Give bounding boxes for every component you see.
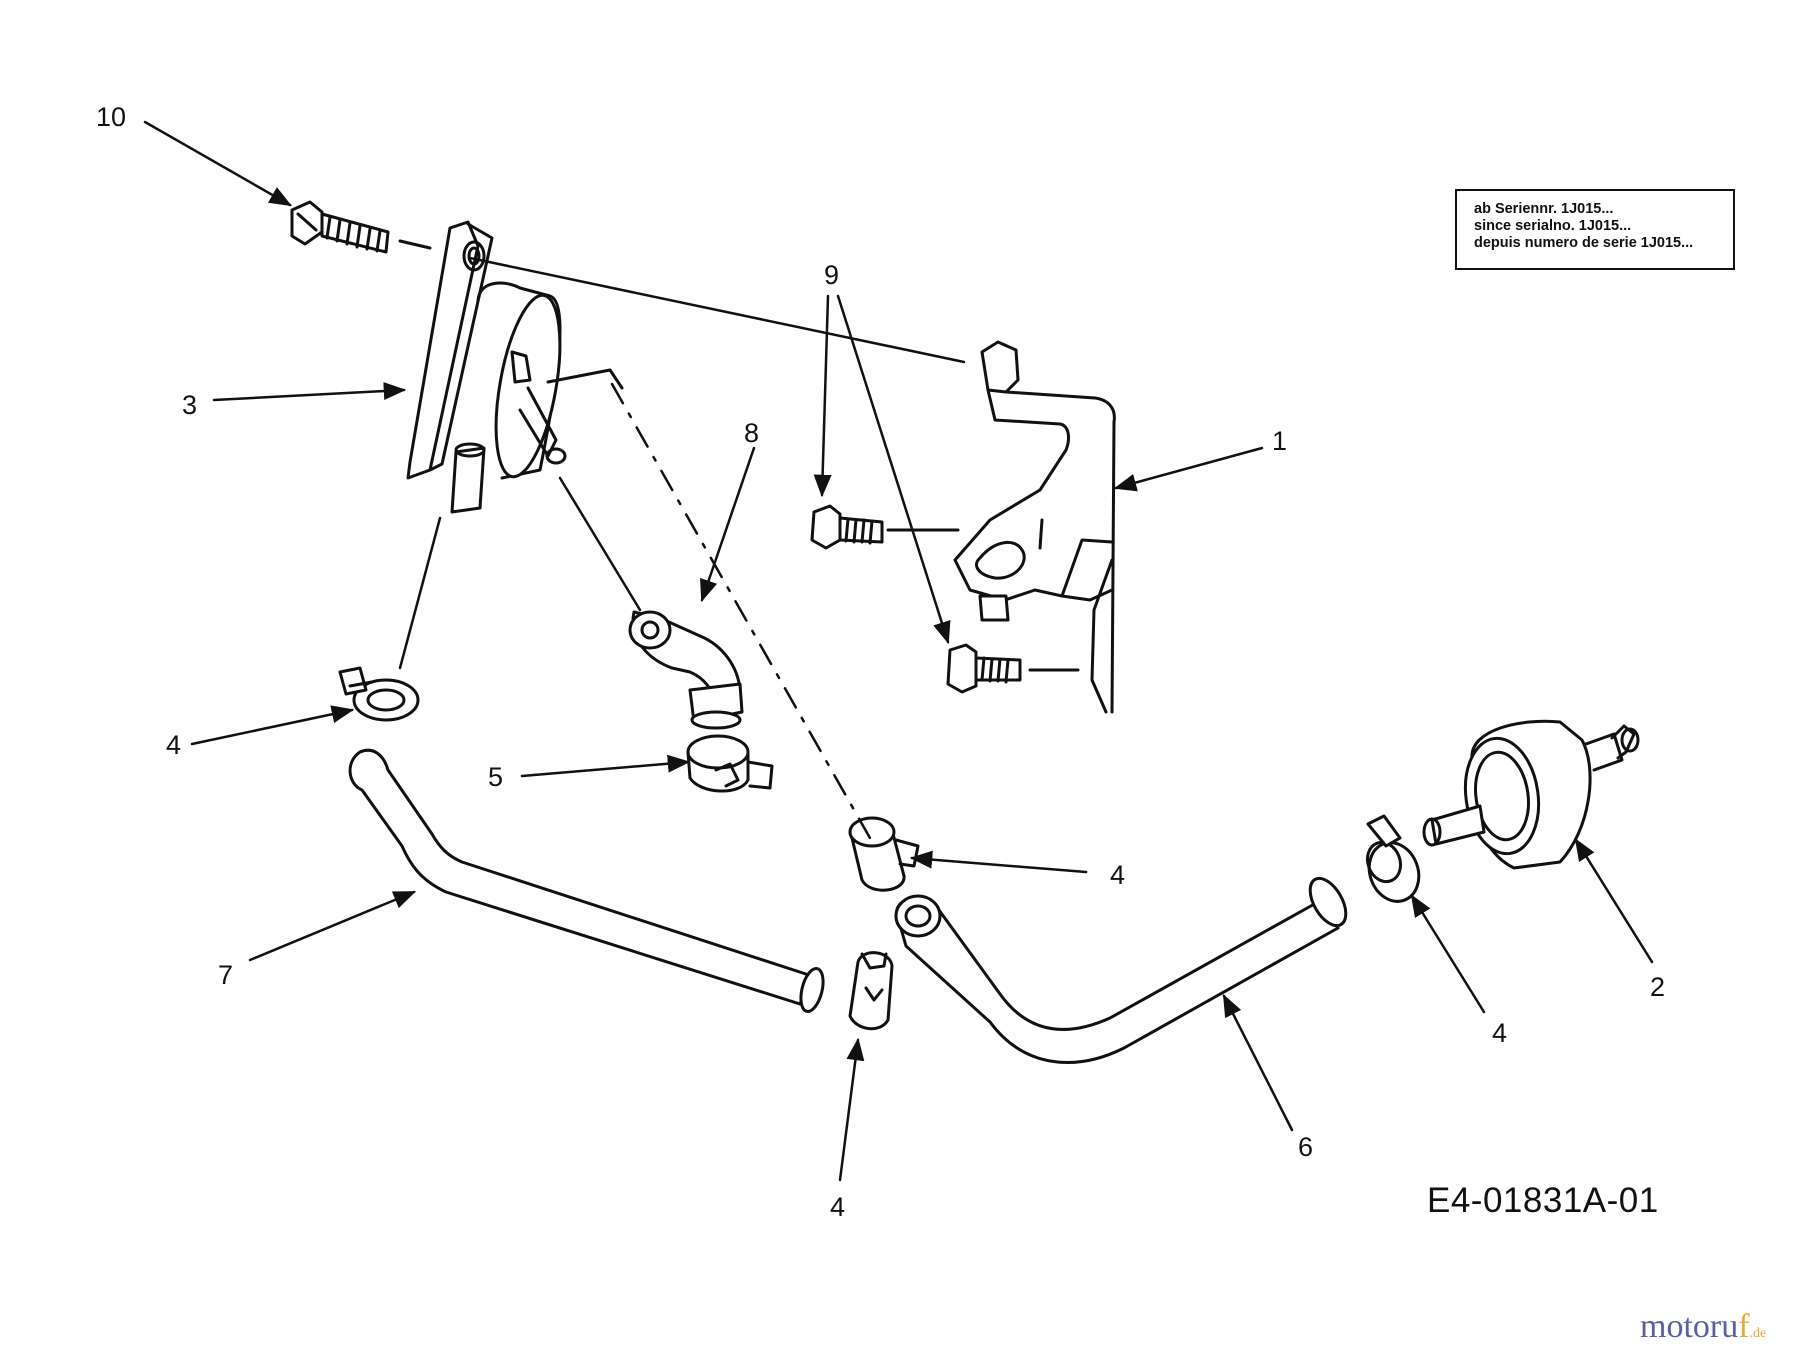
callout-4-middle: 4 [1110,860,1126,890]
watermark-f: f [1738,1308,1750,1345]
screw-part-10 [290,200,432,254]
hose-part-7 [348,748,825,1013]
drawing-number: E4-01831A-01 [1427,1181,1659,1220]
callout-5: 5 [488,762,504,792]
elbow-fitting-part-8 [628,610,744,730]
hose-part-6 [894,876,1348,1064]
hose-clamp-part-5 [686,734,774,793]
connection-lines [398,256,966,840]
bracket-part-1 [953,340,1116,714]
fuel-filter-part-2 [1422,719,1640,870]
callout-4-upper-left: 4 [166,730,182,760]
hose-clamp-part-4-upper-left [338,666,420,722]
callout-arrows [143,120,1654,1182]
callout-7: 7 [218,960,234,990]
hose-clamp-part-4-bottom [848,951,894,1031]
watermark-brand: motoru [1640,1308,1739,1345]
callout-9: 9 [824,260,840,290]
callout-8: 8 [744,418,760,448]
screw-part-9-upper [810,504,960,550]
watermark-tld: .de [1749,1326,1767,1341]
fuel-pump-part-3 [406,220,624,514]
serial-number-note: ab Seriennr. 1J015... since serialno. 1J… [1455,189,1735,270]
callout-1: 1 [1272,426,1288,456]
hose-clamp-part-4-right [1365,814,1421,903]
serial-note-line-en: since serialno. 1J015... [1474,218,1632,234]
callout-10: 10 [96,102,127,132]
callout-4-bottom: 4 [830,1192,846,1222]
hose-clamp-part-4-middle [848,816,920,892]
callout-3: 3 [182,390,198,420]
callout-4-right: 4 [1492,1018,1508,1048]
serial-note-line-de: ab Seriennr. 1J015... [1474,201,1614,217]
callout-2: 2 [1650,972,1666,1002]
callout-6: 6 [1298,1132,1314,1162]
serial-note-line-fr: depuis numero de serie 1J015... [1474,235,1694,251]
motoruf-watermark: motoruf.de [1640,1308,1766,1346]
screw-part-9-lower [946,643,1080,694]
